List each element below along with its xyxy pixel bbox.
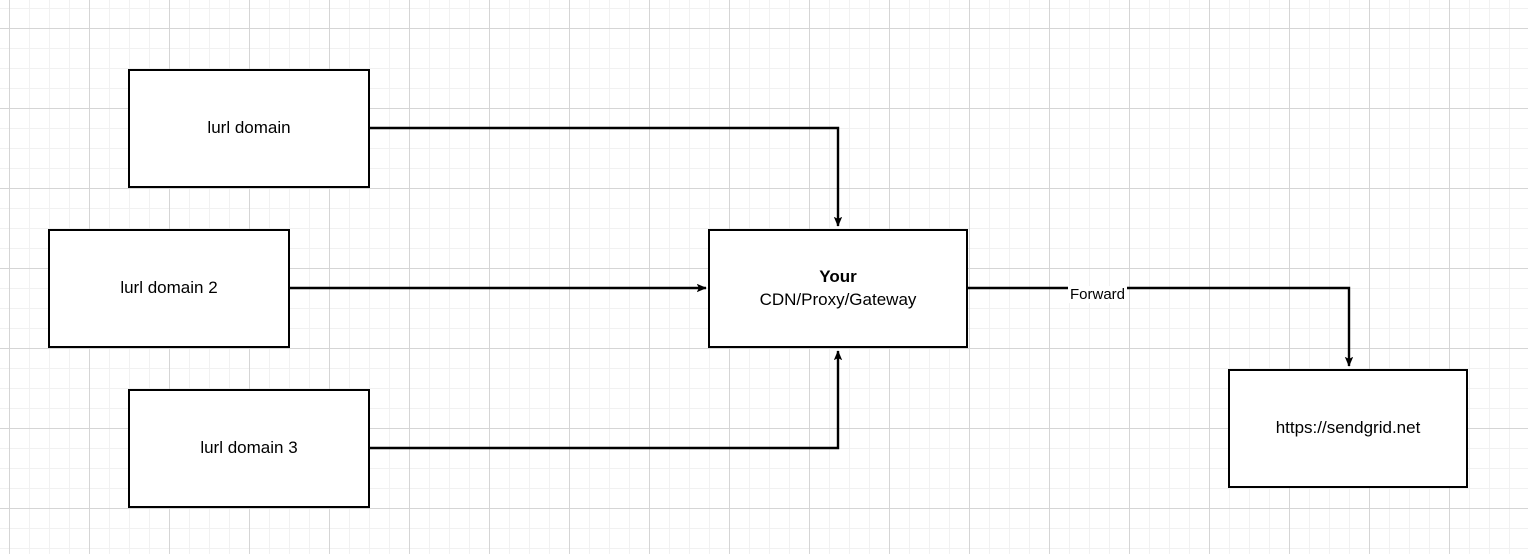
- node-cdn-proxy-gateway[interactable]: Your CDN/Proxy/Gateway: [708, 229, 968, 348]
- node-label-group: Your CDN/Proxy/Gateway: [752, 266, 925, 311]
- node-label: lurl domain: [207, 118, 291, 138]
- node-lurl-domain-1[interactable]: lurl domain: [128, 69, 370, 188]
- edge-domain3-to-gateway: [370, 350, 843, 450]
- node-label: https://sendgrid.net: [1275, 418, 1421, 438]
- node-lurl-domain-2[interactable]: lurl domain 2: [48, 229, 290, 348]
- node-label: lurl domain 3: [200, 438, 298, 458]
- node-label-secondary: CDN/Proxy/Gateway: [759, 289, 917, 309]
- node-label: lurl domain 2: [120, 278, 218, 298]
- node-lurl-domain-3[interactable]: lurl domain 3: [128, 389, 370, 508]
- edge-domain1-to-gateway: [370, 126, 843, 227]
- node-label-primary: Your: [819, 267, 857, 287]
- edge-label-forward: Forward: [1068, 286, 1128, 303]
- edge-gateway-to-sendgrid: [968, 286, 1354, 367]
- node-sendgrid[interactable]: https://sendgrid.net: [1228, 369, 1468, 488]
